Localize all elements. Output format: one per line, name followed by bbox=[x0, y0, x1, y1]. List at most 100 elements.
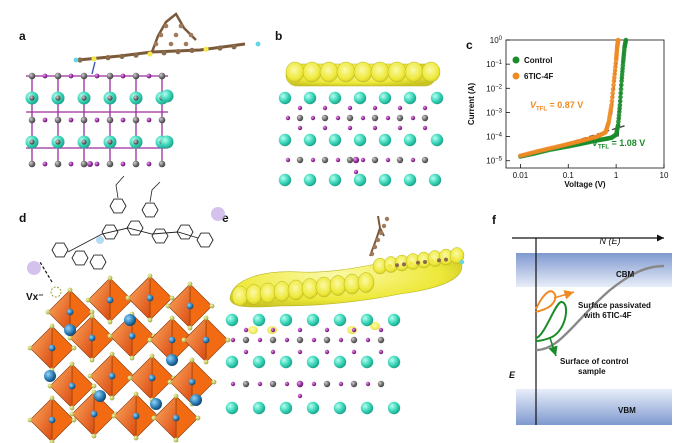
teal-atom bbox=[403, 91, 417, 105]
data-point-6tic bbox=[609, 98, 615, 104]
molecule-atom bbox=[119, 53, 125, 60]
purple-atom bbox=[297, 393, 303, 399]
vtfl-annotation-control: VTFL = 1.08 V bbox=[592, 138, 645, 151]
gray-atom bbox=[80, 160, 88, 168]
purple-atom bbox=[372, 125, 378, 131]
halide-atom bbox=[169, 295, 175, 301]
halide-atom bbox=[69, 361, 75, 367]
data-point-control bbox=[619, 82, 624, 88]
data-point-6tic bbox=[615, 37, 621, 43]
gray-atom bbox=[158, 160, 166, 168]
molecule-atom bbox=[188, 32, 194, 38]
halide-atom bbox=[209, 303, 215, 309]
gray-atom bbox=[371, 156, 379, 164]
molecule-atom bbox=[153, 41, 159, 47]
gray-atom bbox=[132, 160, 140, 168]
lead-atom bbox=[202, 336, 210, 344]
gray-atom bbox=[350, 380, 358, 388]
purple-atom bbox=[397, 105, 403, 111]
data-point-control bbox=[623, 37, 629, 43]
teal-atom bbox=[378, 133, 392, 147]
density-lobe bbox=[353, 61, 373, 83]
molecule-atom bbox=[369, 251, 375, 257]
density-lobe bbox=[343, 273, 361, 295]
gray-atom bbox=[133, 95, 139, 101]
panel-d-perovskite: Vx⁻ bbox=[26, 175, 231, 443]
y-tick-label: 100 bbox=[490, 36, 503, 45]
purple-atom bbox=[360, 115, 366, 121]
teal-atom bbox=[360, 313, 374, 327]
purple-atom bbox=[372, 105, 378, 111]
purple-atom bbox=[230, 337, 236, 343]
gray-atom bbox=[54, 116, 62, 124]
teal-atom bbox=[378, 173, 392, 187]
anchor-bond bbox=[91, 61, 96, 75]
teal-atom bbox=[353, 91, 367, 105]
halide-atom bbox=[67, 335, 73, 341]
data-point-6tic bbox=[612, 71, 617, 77]
lead-atom bbox=[88, 334, 96, 342]
density-lobe bbox=[231, 285, 249, 307]
gray-atom bbox=[377, 380, 385, 388]
halide-atom bbox=[67, 287, 73, 293]
teal-atom bbox=[328, 173, 342, 187]
data-point-control bbox=[617, 106, 622, 111]
density-lobe bbox=[287, 279, 305, 301]
molecule-atom bbox=[416, 260, 420, 265]
teal-atom bbox=[252, 401, 266, 415]
cation-site bbox=[44, 370, 56, 382]
data-point-control bbox=[618, 90, 624, 96]
purple-atom bbox=[311, 381, 317, 387]
teal-atom bbox=[328, 91, 342, 105]
density-lobe bbox=[302, 61, 322, 83]
molecule-ring bbox=[151, 228, 169, 244]
molecule-atom bbox=[375, 237, 381, 243]
lead-atom bbox=[90, 410, 98, 418]
molecule-atom bbox=[409, 261, 413, 266]
molecule-atom bbox=[173, 32, 179, 38]
halide-atom bbox=[71, 345, 77, 351]
gray-atom bbox=[346, 156, 354, 164]
teal-atom bbox=[303, 133, 317, 147]
lead-atom bbox=[106, 296, 114, 304]
halide-atom bbox=[195, 415, 201, 421]
cbm-label: CBM bbox=[616, 270, 635, 279]
legend-marker-6tic bbox=[512, 72, 520, 80]
halide-atom bbox=[147, 273, 153, 279]
halide-atom bbox=[49, 439, 55, 443]
purple-atom bbox=[94, 117, 100, 123]
charge-density-isosurface bbox=[285, 61, 441, 87]
fluorine-atom bbox=[459, 259, 465, 265]
density-lobe bbox=[285, 61, 305, 83]
molecule-atom bbox=[158, 32, 164, 38]
density-lobe bbox=[259, 282, 277, 304]
purple-atom bbox=[68, 161, 74, 167]
halide-atom bbox=[91, 433, 97, 439]
molecule-atom bbox=[203, 46, 209, 52]
teal-atom bbox=[353, 173, 367, 187]
teal-atom bbox=[278, 173, 292, 187]
panel-f-dos-diagram: N (E) E CBM VBM Surface passivated with … bbox=[509, 234, 672, 425]
panel-label-e: e bbox=[222, 211, 229, 225]
density-lobe bbox=[315, 276, 333, 298]
teal-atom bbox=[387, 401, 401, 415]
purple-atom bbox=[68, 73, 74, 79]
teal-atom bbox=[303, 173, 317, 187]
purple-atom bbox=[94, 73, 100, 79]
vtfl-annotation-6tic: VTFL = 0.87 V bbox=[530, 100, 583, 113]
purple-atom bbox=[146, 117, 152, 123]
fluorine-atom bbox=[73, 57, 79, 63]
data-point-control bbox=[617, 98, 623, 104]
gray-atom bbox=[54, 160, 62, 168]
molecule-atom bbox=[444, 257, 448, 262]
data-point-6tic bbox=[612, 68, 618, 73]
halide-atom bbox=[89, 357, 95, 363]
halide-atom bbox=[71, 417, 77, 423]
gray-atom bbox=[158, 72, 166, 80]
green-annotation-line1: Surface of control bbox=[560, 357, 628, 366]
purple-atom bbox=[378, 327, 384, 333]
y-tick-label: 10−4 bbox=[486, 133, 502, 142]
purple-atom bbox=[310, 115, 316, 121]
